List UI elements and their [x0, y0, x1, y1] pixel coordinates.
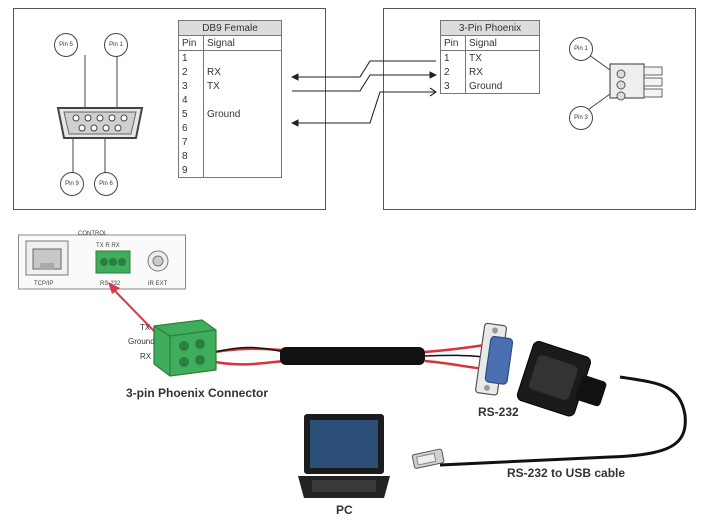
connector-rx-label: RX: [140, 352, 152, 361]
phoenix-connector-label: 3-pin Phoenix Connector: [126, 386, 269, 400]
control-section-label: CONTROL: [78, 231, 108, 237]
db9-signal: [203, 93, 282, 107]
db9-pin5-callout: Pin 5: [54, 33, 78, 57]
db9-col-pin: Pin: [178, 35, 204, 51]
phoenix-col-signal: Signal: [465, 35, 540, 51]
db9-pin6-callout: Pin 6: [94, 172, 118, 196]
db9-pin: 3: [178, 79, 204, 93]
db9-signal: TX: [203, 79, 282, 93]
db9-pin9-callout: Pin 9: [60, 172, 84, 196]
pinout-crossover-lines: [290, 60, 438, 127]
red-arrow: [108, 282, 156, 333]
phoenix-signal: TX: [465, 50, 540, 65]
pc-label: PC: [336, 503, 353, 517]
phoenix-pin3-callout: Pin 3: [569, 106, 593, 130]
db9-pin: 1: [178, 50, 204, 65]
db9-pin: 4: [178, 93, 204, 107]
db9-signal: Ground: [203, 107, 282, 121]
connector-ground-label: Ground: [128, 337, 155, 346]
device-control-panel: [18, 234, 186, 290]
db9-signal: [203, 121, 282, 135]
phoenix-block-drawing: [584, 51, 663, 113]
phoenix-col-pin: Pin: [440, 35, 466, 51]
db9-pin: 2: [178, 65, 204, 79]
rs232-label: RS-232: [478, 405, 519, 419]
db9-pin: 9: [178, 163, 204, 178]
db9-pin: 5: [178, 107, 204, 121]
phoenix-table-title: 3-Pin Phoenix: [440, 20, 540, 36]
db9-signal: [203, 50, 282, 65]
cable-assembly-drawing: [214, 322, 687, 469]
pc-laptop-drawing: [298, 414, 390, 498]
connector-tx-label: TX: [140, 323, 151, 332]
db9-col-signal: Signal: [203, 35, 282, 51]
tcpip-port-label: TCP/IP: [34, 281, 54, 287]
phoenix-signal: RX: [465, 65, 540, 79]
db9-signal: [203, 163, 282, 178]
db9-signal: [203, 149, 282, 163]
db9-connector-drawing: [56, 55, 144, 175]
phoenix-pin1-callout: Pin 1: [569, 37, 593, 61]
rs232-pin-labels: TX R RX: [96, 243, 120, 249]
db9-signal: [203, 135, 282, 149]
db9-signal: RX: [203, 65, 282, 79]
usb-cable-label: RS-232 to USB cable: [507, 466, 626, 480]
phoenix-signal: Ground: [465, 79, 540, 94]
phoenix-connector-drawing: [153, 319, 217, 377]
irext-port-label: IR EXT: [148, 281, 168, 287]
db9-pin: 7: [178, 135, 204, 149]
db9-pin1-callout: Pin 1: [104, 33, 128, 57]
db9-pin: 8: [178, 149, 204, 163]
db9-table-title: DB9 Female: [178, 20, 282, 36]
db9-pin: 6: [178, 121, 204, 135]
